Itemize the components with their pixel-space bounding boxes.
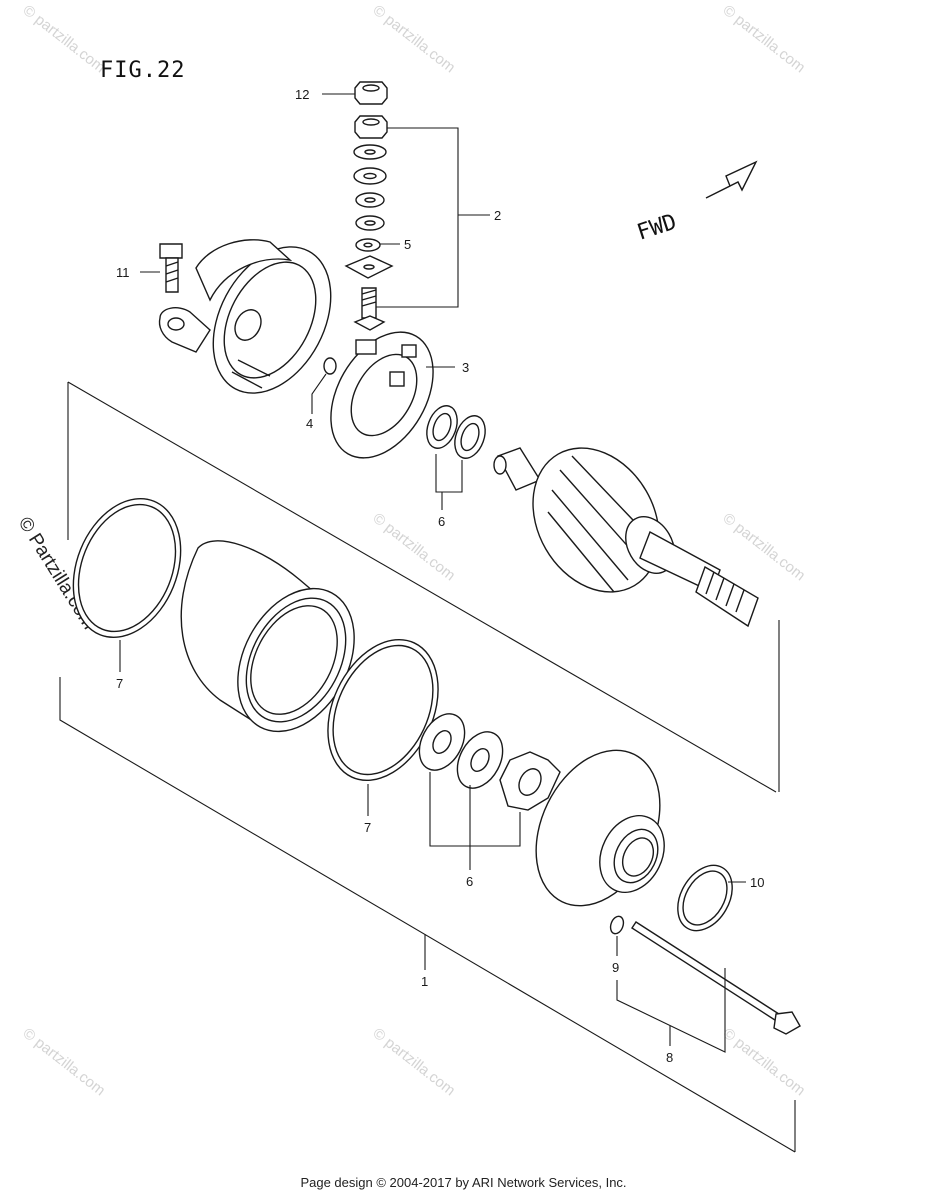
callout-6-lower: 6: [466, 874, 473, 889]
callout-2: 2: [494, 208, 501, 223]
o-ring-front: [677, 864, 733, 932]
watermark-top-center: © partzilla.com: [370, 2, 459, 77]
callout-8: 8: [666, 1050, 673, 1065]
o-ring-left: [72, 497, 182, 639]
callout-10: 10: [750, 875, 764, 890]
watermark-bottom-left: © partzilla.com: [20, 1025, 109, 1100]
callout-9: 9: [612, 960, 619, 975]
leader-lines: [119, 93, 746, 1053]
callout-1: 1: [421, 974, 428, 989]
thrust-washers-lower: [418, 713, 561, 811]
fwd-arrow-icon: [705, 160, 758, 199]
terminal-hardware-stack: [344, 81, 394, 331]
front-housing: [535, 749, 665, 907]
callout-7-right: 7: [364, 820, 371, 835]
thrust-washers-upper: [426, 405, 486, 459]
figure-title: FIG.22: [100, 58, 185, 83]
watermark-bottom-center: © partzilla.com: [370, 1025, 459, 1100]
assembly-frame-lines: [59, 381, 796, 1153]
watermark-top-left: © partzilla.com: [20, 2, 109, 77]
motor-yoke: [180, 540, 355, 733]
callout-labels: 12 2 5 11 3 4 6 7 7 6 10 9 1 8: [116, 87, 764, 1065]
watermark-mid-right: © partzilla.com: [720, 510, 809, 585]
callout-3: 3: [462, 360, 469, 375]
callout-4: 4: [306, 416, 313, 431]
forward-indicator: FWD: [634, 160, 758, 246]
callout-7-left: 7: [116, 676, 123, 691]
armature: [493, 447, 759, 628]
callout-12: 12: [295, 87, 309, 102]
rear-housing: [158, 239, 332, 394]
brush-holder-plate: [323, 331, 434, 459]
page-footer: Page design © 2004-2017 by ARI Network S…: [300, 1175, 627, 1190]
watermark-bottom-right: © partzilla.com: [720, 1025, 809, 1100]
fwd-label: FWD: [634, 210, 680, 246]
watermark-top-right: © partzilla.com: [720, 2, 809, 77]
callout-6-upper: 6: [438, 514, 445, 529]
through-bolt-set: [609, 915, 801, 1035]
callout-5: 5: [404, 237, 411, 252]
callout-11: 11: [116, 265, 130, 280]
